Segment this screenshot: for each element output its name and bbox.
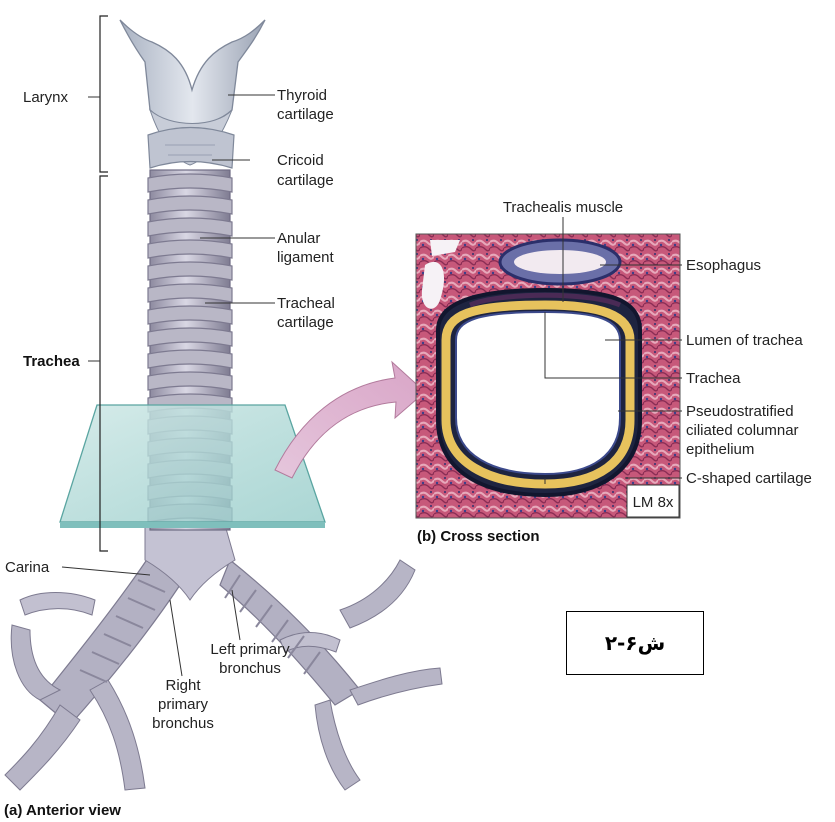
label-pseudostratified-1: Pseudostratified	[686, 403, 794, 420]
label-carina: Carina	[5, 559, 50, 576]
label-c-shaped-cartilage: C-shaped cartilage	[686, 470, 812, 487]
label-tracheal-2: cartilage	[277, 314, 334, 331]
figure-code: ش۶-۲	[605, 631, 665, 655]
label-cricoid-1: Cricoid	[277, 152, 324, 169]
label-esophagus: Esophagus	[686, 257, 761, 274]
label-right-bronchus-3: bronchus	[152, 715, 214, 732]
label-right-bronchus-2: primary	[158, 696, 209, 713]
carina-leader	[62, 567, 150, 575]
label-larynx: Larynx	[23, 89, 69, 106]
section-arrow	[275, 362, 425, 478]
label-trachea-section: Trachea	[686, 370, 741, 387]
label-left-bronchus-1: Left primary	[210, 641, 290, 658]
label-pseudostratified-2: ciliated columnar	[686, 422, 799, 439]
larynx-bracket	[100, 16, 108, 172]
larynx-illustration	[120, 20, 265, 168]
label-magnification: LM 8x	[633, 494, 674, 511]
figure-code-box: ش۶-۲	[566, 611, 704, 675]
label-thyroid-1: Thyroid	[277, 87, 327, 104]
label-trachea: Trachea	[23, 353, 80, 370]
label-left-bronchus-2: bronchus	[219, 660, 281, 677]
cross-section-micrograph	[416, 234, 680, 518]
right-bronchus-leader	[170, 600, 182, 676]
label-anular-1: Anular	[277, 230, 320, 247]
label-pseudostratified-3: epithelium	[686, 441, 754, 458]
label-tracheal-1: Tracheal	[277, 295, 335, 312]
label-anular-2: ligament	[277, 249, 335, 266]
caption-anterior-view: (a) Anterior view	[4, 802, 121, 819]
label-lumen: Lumen of trachea	[686, 332, 803, 349]
label-right-bronchus-1: Right	[165, 677, 201, 694]
label-cricoid-2: cartilage	[277, 172, 334, 189]
label-thyroid-2: cartilage	[277, 106, 334, 123]
label-trachealis-muscle: Trachealis muscle	[503, 199, 623, 216]
caption-cross-section: (b) Cross section	[417, 528, 540, 545]
